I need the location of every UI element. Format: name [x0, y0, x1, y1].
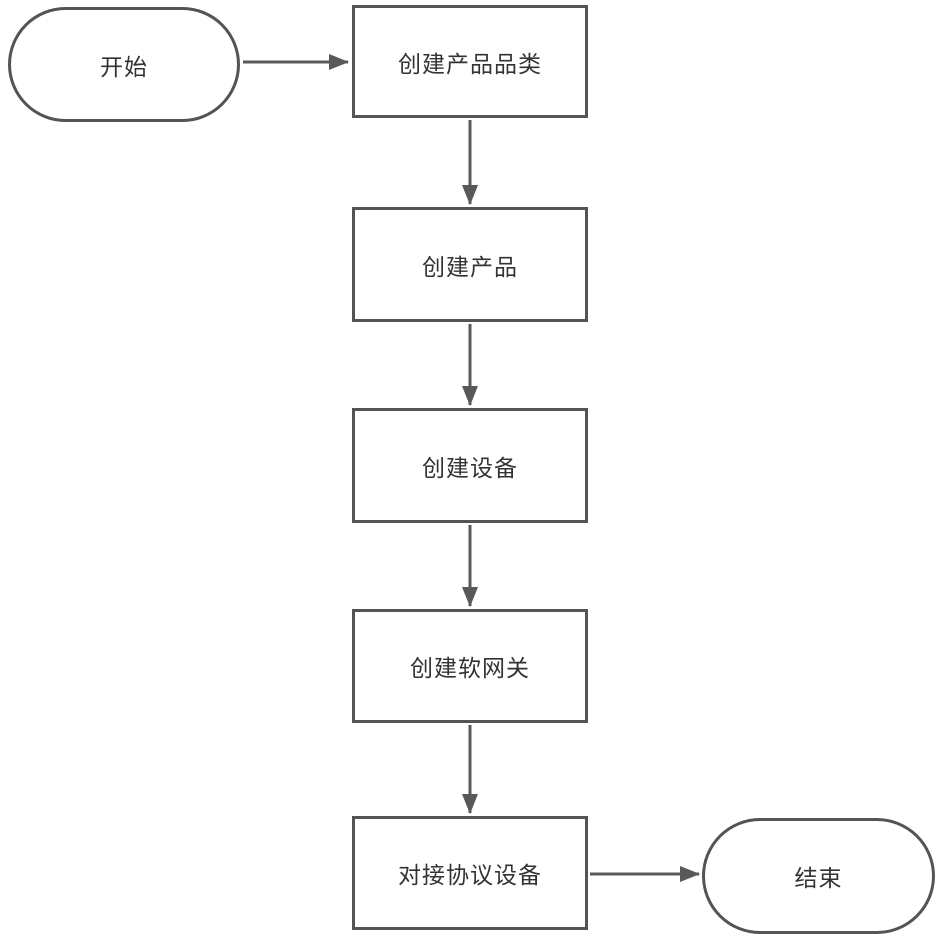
node-connect-protocol-device-label: 对接协议设备	[398, 862, 542, 888]
node-create-product-category-label: 创建产品品类	[398, 50, 542, 77]
flowchart-node-create-device: 创建设备	[352, 408, 588, 523]
node-end-label: 结束	[794, 865, 843, 891]
flowchart-node-create-soft-gateway: 创建软网关	[352, 609, 588, 723]
flowchart-node-create-product: 创建产品	[352, 207, 588, 322]
flowchart-node-connect-protocol-device: 对接协议设备	[352, 816, 588, 930]
node-start-label: 开始	[100, 53, 148, 80]
node-create-soft-gateway-label: 创建软网关	[410, 655, 530, 681]
flowchart-node-start: 开始	[8, 7, 240, 122]
node-create-device-label: 创建设备	[422, 454, 518, 481]
node-create-product-label: 创建产品	[422, 253, 518, 280]
flowchart-node-end: 结束	[702, 818, 935, 934]
flowchart-node-create-product-category: 创建产品品类	[352, 5, 588, 118]
